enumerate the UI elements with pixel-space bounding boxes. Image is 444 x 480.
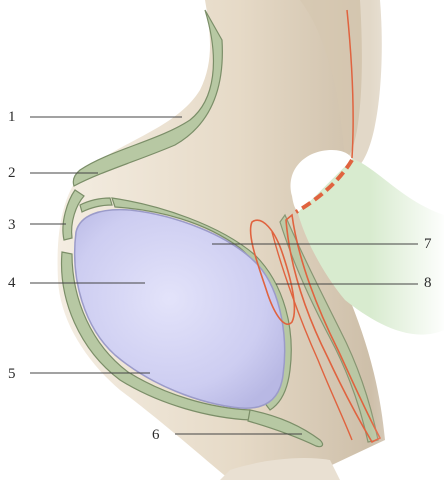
label-5: 5 xyxy=(8,367,16,382)
label-8: 8 xyxy=(424,276,432,291)
right-edge-fade xyxy=(370,0,444,480)
label-3: 3 xyxy=(8,218,16,233)
label-1: 1 xyxy=(8,110,16,125)
label-2: 2 xyxy=(8,166,16,181)
label-4: 4 xyxy=(8,276,16,291)
label-6: 6 xyxy=(152,428,160,443)
label-7: 7 xyxy=(424,237,432,252)
